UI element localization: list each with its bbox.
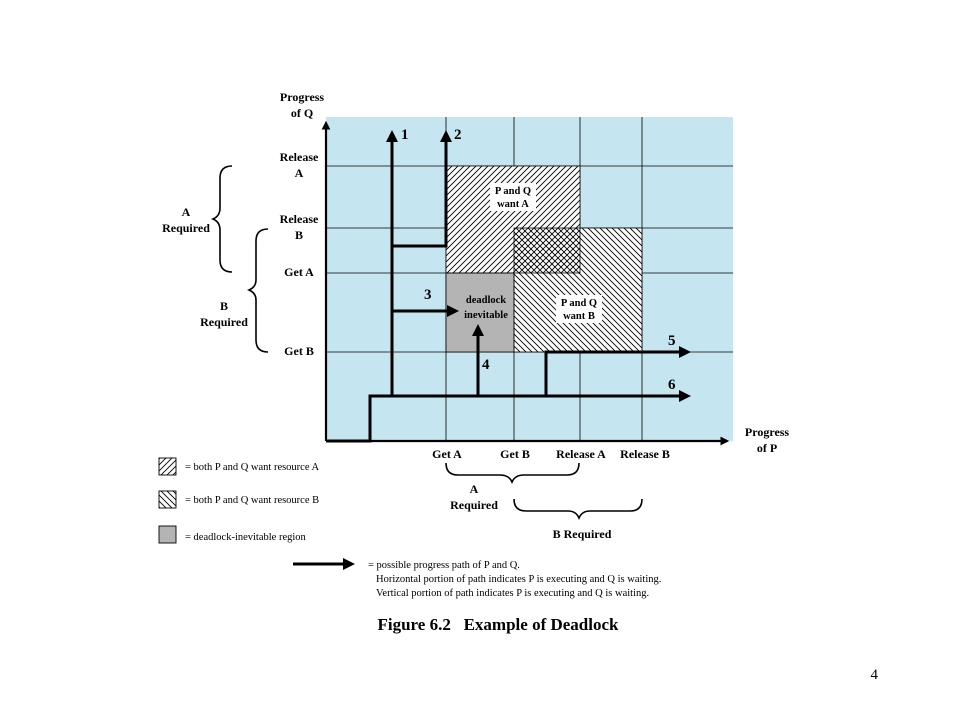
y-brace-b-label-2: Required — [200, 315, 248, 329]
region-label-want-b-2: want B — [563, 311, 595, 322]
legend-swatch-deadlock — [158, 525, 177, 544]
y-axis-title-2: of Q — [291, 106, 313, 120]
y-tick-release-a-2: A — [295, 166, 304, 180]
region-label-deadlock-1: deadlock — [466, 295, 506, 306]
brace-labels: A Required B Required A Required B Requi… — [162, 205, 612, 541]
y-brace-a-label-2: Required — [162, 221, 210, 235]
braces — [210, 165, 643, 521]
region-label-want-a-2: want A — [497, 199, 529, 210]
path-number-6: 6 — [668, 377, 676, 393]
legend: = both P and Q want resource A = both P … — [158, 457, 661, 599]
regions — [445, 165, 643, 353]
page-number: 4 — [871, 667, 879, 683]
x-brace-a-label-2: Required — [450, 498, 498, 512]
legend-text-want-a: = both P and Q want resource A — [185, 462, 320, 473]
x-brace-a-label-1: A — [470, 482, 479, 496]
x-tick-release-b: Release B — [620, 447, 670, 461]
path-number-2: 2 — [454, 127, 462, 143]
x-tick-labels: Get A Get B Release A Release B — [432, 447, 670, 461]
y-tick-get-b: Get B — [284, 344, 314, 358]
y-tick-release-b-2: B — [295, 228, 303, 242]
x-brace-b-required — [513, 498, 643, 521]
region-overlap-hatch — [514, 228, 580, 273]
path-number-1: 1 — [401, 127, 409, 143]
progress-paths — [326, 130, 691, 443]
region-label-want-a-1: P and Q — [495, 186, 531, 197]
legend-text-want-b: = both P and Q want resource B — [185, 495, 319, 506]
region-label-deadlock-2: inevitable — [464, 310, 508, 321]
path-number-4: 4 — [482, 357, 490, 373]
x-tick-get-a: Get A — [432, 447, 462, 461]
legend-path-line-2: Horizontal portion of path indicates P i… — [376, 574, 661, 585]
legend-text-deadlock: = deadlock-inevitable region — [185, 532, 307, 543]
path-numbers: 1 2 3 4 5 6 — [401, 127, 676, 393]
axis-titles: Progress of Q Progress of P — [280, 90, 790, 455]
figure-caption: Figure 6.2 Example of Deadlock — [378, 615, 620, 634]
path-2 — [392, 130, 452, 248]
x-brace-b-label: B Required — [553, 527, 612, 541]
path-number-3: 3 — [424, 287, 432, 303]
path-5 — [544, 346, 691, 396]
y-brace-a-label-1: A — [182, 205, 191, 219]
y-brace-b-label-1: B — [220, 299, 228, 313]
axes — [321, 120, 730, 446]
y-tick-labels: Release A Release B Get A Get B — [280, 150, 319, 358]
legend-path-line-3: Vertical portion of path indicates P is … — [376, 588, 649, 599]
legend-swatch-want-b — [158, 490, 177, 509]
x-axis-title-2: of P — [757, 441, 777, 455]
y-brace-b-required — [246, 228, 269, 353]
y-tick-release-a-1: Release — [280, 150, 319, 164]
y-axis-title-1: Progress — [280, 90, 325, 104]
x-axis-title-1: Progress — [745, 425, 790, 439]
y-brace-a-required — [210, 165, 233, 273]
y-tick-get-a: Get A — [284, 265, 314, 279]
x-brace-a-required — [445, 462, 580, 485]
legend-path-line-1: = possible progress path of P and Q. — [368, 560, 520, 571]
y-tick-release-b-1: Release — [280, 212, 319, 226]
region-labels: P and Q want A P and Q want B deadlock i… — [464, 183, 602, 323]
x-tick-get-b: Get B — [500, 447, 530, 461]
legend-swatch-want-a — [158, 457, 177, 476]
path-number-5: 5 — [668, 333, 676, 349]
region-label-want-b-1: P and Q — [561, 298, 597, 309]
x-tick-release-a: Release A — [556, 447, 606, 461]
